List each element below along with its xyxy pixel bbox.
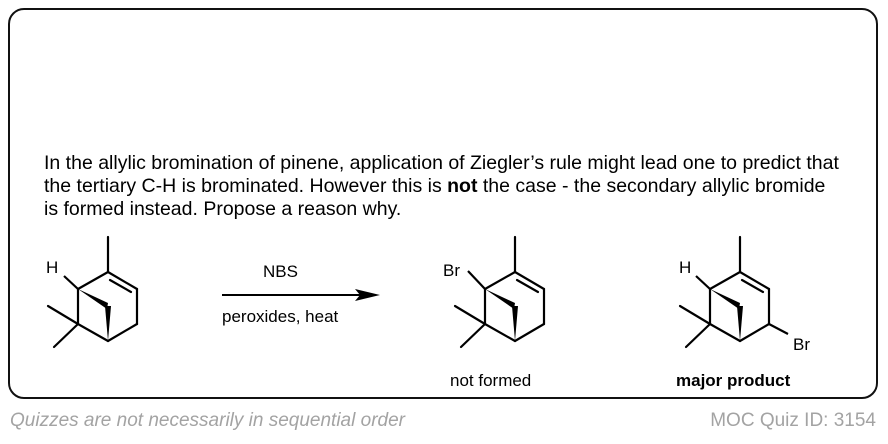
h-label: H — [46, 258, 58, 277]
caption-not-formed: not formed — [450, 371, 531, 390]
product-not-formed: Br — [443, 235, 546, 349]
reagent-conditions: peroxides, heat — [222, 307, 339, 326]
question-emphasis: not — [447, 175, 478, 197]
quiz-id: MOC Quiz ID: 3154 — [710, 410, 876, 431]
caption-major-product: major product — [676, 371, 791, 390]
question-part1: In the allylic bromination of pinene, ap… — [44, 152, 839, 197]
br-label: Br — [443, 261, 460, 280]
br-label: Br — [793, 335, 810, 354]
question-text: In the allylic bromination of pinene, ap… — [44, 152, 844, 221]
quiz-frame — [8, 8, 878, 399]
h-label: H — [679, 258, 691, 277]
question-part2: the case - the secondary allylic bromide… — [44, 175, 826, 220]
reaction-arrow — [222, 289, 380, 301]
starting-material-pinene: H — [46, 235, 139, 349]
product-major: H Br — [678, 235, 810, 354]
reagent-nbs: NBS — [263, 262, 298, 281]
footer-note: Quizzes are not necessarily in sequentia… — [10, 410, 405, 431]
